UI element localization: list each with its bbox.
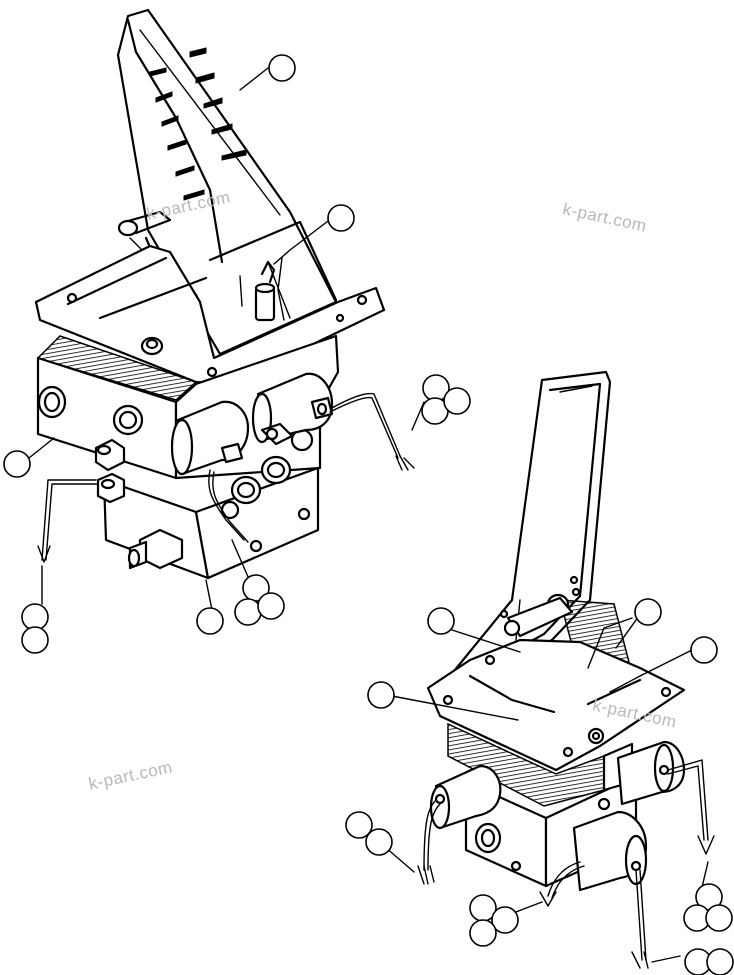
left-fittings (94, 438, 184, 570)
right-mounting-plate (426, 638, 686, 772)
callout-circles (3, 54, 734, 975)
callout-circle (491, 906, 519, 934)
callout-circle (367, 681, 395, 709)
left-wire-harness (37, 392, 415, 563)
left-solenoids (170, 372, 334, 476)
callout-circle (427, 607, 455, 635)
callout-circle (257, 592, 285, 620)
left-damper (254, 257, 285, 322)
callout-circle (706, 948, 734, 975)
callout-circle (327, 204, 355, 232)
callout-circle (634, 598, 662, 626)
right-pedal-valve-assembly (369, 370, 715, 969)
left-valve-body (36, 334, 340, 580)
callout-circle (345, 811, 373, 839)
callout-circle (690, 636, 718, 664)
pedal-tread-slots (149, 47, 247, 201)
callout-circle (234, 598, 262, 626)
right-wire-harness (417, 759, 715, 969)
callout-circle (365, 828, 393, 856)
callout-circle (21, 603, 49, 631)
callout-circle (3, 450, 31, 478)
callout-circle (443, 387, 471, 415)
right-solenoids (429, 740, 686, 892)
left-pedal-valve-assembly (23, 8, 425, 611)
callout-circle (469, 919, 497, 947)
callout-circle (196, 607, 224, 635)
callout-circle (268, 54, 296, 82)
callout-circle (705, 904, 733, 932)
callout-circle (21, 626, 49, 654)
